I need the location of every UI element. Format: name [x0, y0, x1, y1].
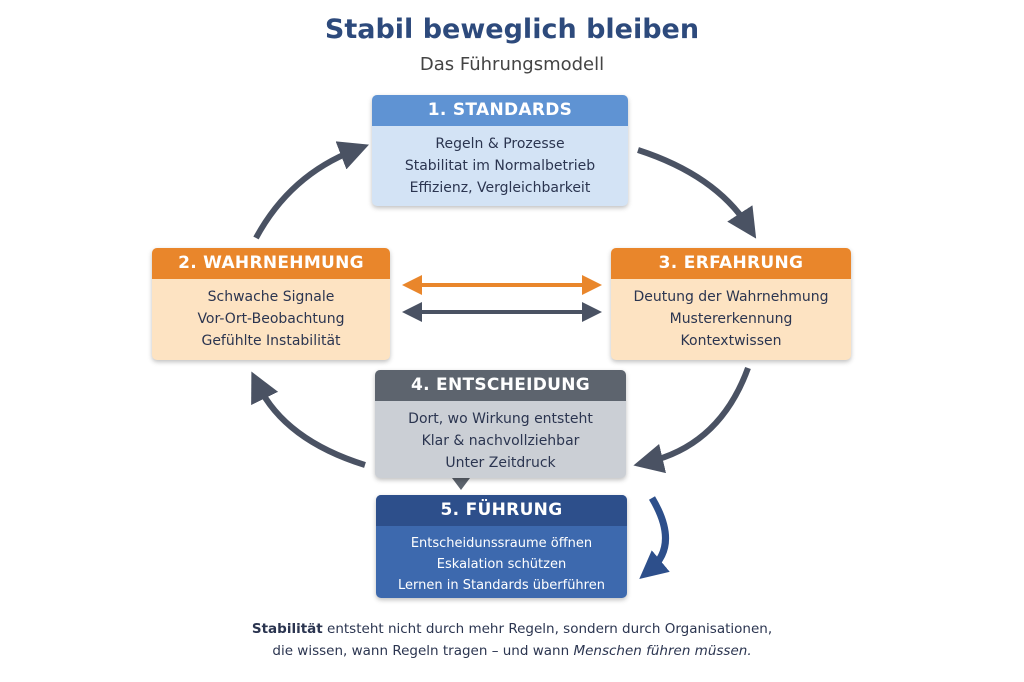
box-header: 3. ERFAHRUNG — [611, 248, 851, 279]
box-line: Vor-Ort-Beobachtung — [197, 311, 345, 327]
box-entscheidung: 4. ENTSCHEIDUNG Dort, wo Wirkung entsteht… — [375, 370, 626, 478]
footer-text: entsteht nicht durch mehr Regeln, sonder… — [322, 621, 773, 637]
box-line: Klar & nachvollziehbar — [421, 433, 580, 449]
box-line: Regeln & Prozesse — [435, 136, 565, 152]
box-line: Kontextwissen — [680, 333, 782, 349]
connector-triangle — [452, 478, 470, 490]
footer-line-2: die wissen, wann Regeln tragen – und wan… — [0, 643, 1024, 659]
page-title: Stabil beweglich bleiben — [324, 14, 700, 45]
arrow-wahrnehmung-to-standards — [253, 141, 369, 240]
box-line: Lernen in Standards überführen — [398, 578, 605, 593]
box-line: Unter Zeitdruck — [445, 455, 556, 471]
box-line: Entscheidunssraume öffnen — [410, 536, 593, 551]
box-line: Eskalation schützen — [436, 557, 567, 572]
page-subtitle: Das Führungsmodell — [419, 54, 605, 75]
box-line: Dort, wo Wirkung entsteht — [408, 411, 593, 427]
box-header: 4. ENTSCHEIDUNG — [375, 370, 626, 401]
box-header: 1. STANDARDS — [372, 95, 628, 126]
box-header: 5. FÜHRUNG — [376, 495, 627, 526]
box-line: Schwache Signale — [207, 289, 335, 305]
arrow-standards-to-erfahrung — [637, 147, 757, 239]
footer-text: die wissen, wann Regeln tragen – und wan… — [272, 643, 574, 659]
box-line: Deutung der Wahrnehmung — [633, 289, 829, 305]
arrow-fuehrung-loop — [639, 496, 670, 579]
arrow-erfahrung-to-entscheidung — [633, 366, 751, 474]
footer-italic: Menschen führen müssen. — [573, 643, 752, 659]
footer-line-1: Stabilität entsteht nicht durch mehr Reg… — [0, 621, 1024, 637]
box-header: 2. WAHRNEHMUNG — [152, 248, 390, 279]
footer-bold: Stabilität — [251, 621, 323, 637]
box-line: Stabilitat im Normalbetrieb — [404, 158, 596, 174]
box-line: Mustererkennung — [669, 311, 793, 327]
box-line: Effizienz, Vergleichbarkeit — [409, 180, 591, 196]
arrow-entscheidung-to-wahrnehmung — [251, 371, 366, 468]
box-line: Gefühlte Instabilität — [201, 333, 341, 349]
